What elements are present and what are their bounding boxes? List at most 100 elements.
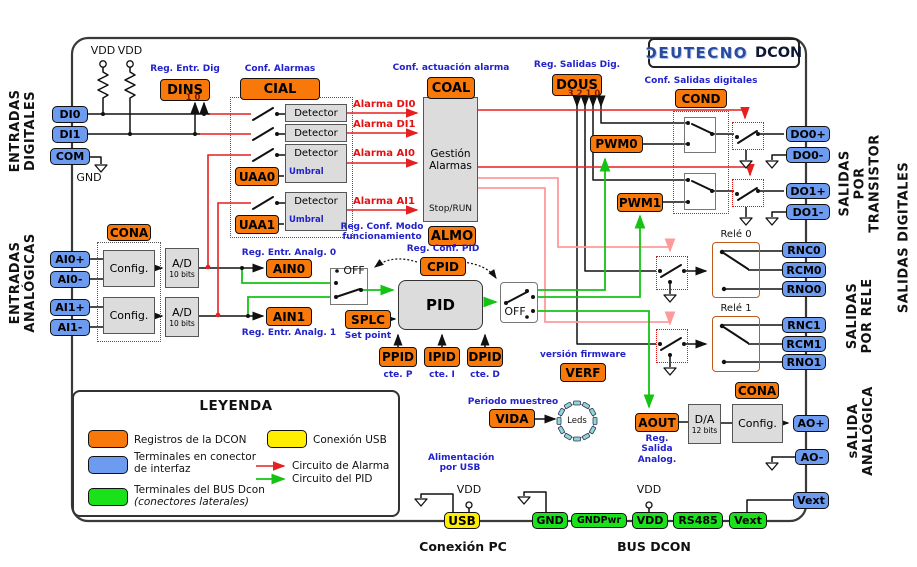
- legend-swatch-interface: [88, 456, 128, 474]
- register-cial: CIAL: [240, 78, 320, 100]
- detector-di0-block: Detector: [285, 104, 347, 122]
- terminal-ao-plus: AO+: [793, 415, 829, 432]
- legend-label-alarm-circuit: Circuito de Alarma: [292, 460, 390, 472]
- caption-ipid: cte. I: [429, 370, 455, 380]
- product-name: DCON: [755, 45, 803, 61]
- caption-splc: Set point: [344, 331, 392, 341]
- rele1-box: [712, 316, 760, 372]
- pid-label: PID: [425, 296, 456, 314]
- legend-box: LEYENDA: [72, 390, 400, 517]
- rele1-label: Relé 1: [720, 303, 752, 314]
- register-dins: DINS: [160, 79, 210, 101]
- detector-ai1-block: Detector: [285, 192, 347, 231]
- terminal-rs485: RS485: [673, 512, 723, 529]
- ad-bits-label: 10 bits: [169, 270, 195, 280]
- register-verf: VERF: [560, 363, 606, 382]
- terminal-ao-minus: AO-: [795, 449, 829, 465]
- analog-config-group: [97, 242, 161, 342]
- pid-block: PID: [398, 280, 483, 330]
- register-uaa0: UAA0: [235, 167, 279, 186]
- stop-run-label: Stop/RUN: [428, 204, 473, 214]
- register-dpid: DPID: [467, 347, 503, 367]
- brand-name: ƆEUTECNO: [645, 44, 749, 62]
- ad-converter-1: A/D 10 bits: [165, 297, 199, 337]
- terminal-di1: DI1: [52, 126, 88, 143]
- gnd-label: GND: [76, 171, 102, 184]
- caption-dins: Reg. Entr. Dig: [150, 64, 220, 74]
- terminal-com: COM: [50, 148, 90, 165]
- caption-dpid: cte. D: [470, 370, 500, 380]
- caption-cpid: Reg. Conf. PID: [406, 244, 480, 254]
- register-vida: VIDA: [489, 409, 535, 428]
- caption-ppid: cte. P: [383, 370, 413, 380]
- ad-label: A/D: [172, 305, 192, 319]
- register-dous: DOUS: [552, 74, 602, 96]
- register-almo: ALMO: [428, 226, 476, 246]
- register-cona-in: CONA: [107, 224, 151, 241]
- rele0-label: Relé 0: [720, 229, 752, 240]
- gestion-alarmas-block: Gestión Alarmas: [423, 97, 478, 222]
- caption-cial: Conf. Alarmas: [244, 64, 316, 74]
- terminal-do1-plus: DO1+: [786, 183, 830, 199]
- vdd-label-usb: VDD: [456, 483, 482, 496]
- config-block-ao: Config.: [732, 404, 783, 443]
- config-block-ai1: Config.: [103, 297, 155, 334]
- caption-vida: Periodo muestreo: [467, 397, 559, 407]
- terminal-ai0-plus: AI0+: [50, 251, 90, 268]
- terminal-ai1-minus: AI1-: [50, 319, 90, 336]
- caption-verf: versión firmware: [540, 350, 626, 360]
- pid-output-switch: [500, 282, 538, 323]
- detector-di1-block: Detector: [285, 124, 347, 142]
- vdd-label-bus: VDD: [636, 483, 662, 496]
- da-label: D/A: [694, 412, 715, 426]
- register-ain0: AIN0: [266, 259, 312, 278]
- terminal-rnc0: RNC0: [782, 242, 826, 258]
- detector-ai0-block: Detector: [285, 144, 347, 183]
- terminal-rnc1: RNC1: [782, 317, 826, 333]
- register-uaa1: UAA1: [235, 215, 279, 234]
- register-splc: SPLC: [345, 310, 391, 329]
- leds-label: Leds: [567, 416, 587, 426]
- legend-swatch-bus: [88, 488, 128, 506]
- terminal-do0-minus: DO0-: [786, 147, 830, 163]
- register-ain1: AIN1: [266, 307, 312, 326]
- caption-coal: Conf. actuación alarma: [392, 63, 510, 73]
- digital-output-switch-group: [673, 111, 729, 214]
- caption-almo: Reg. Conf. Modo funcionamiento: [340, 222, 424, 243]
- register-coal: COAL: [427, 77, 475, 99]
- conexion-pc-label: Conexión PC: [419, 539, 507, 554]
- led-ring: [556, 400, 598, 442]
- caption-ain0: Reg. Entr. Analg. 0: [241, 248, 337, 258]
- caption-ain1: Reg. Entr. Analg. 1: [241, 328, 337, 338]
- do1-alarm-switch: [732, 179, 764, 207]
- gestion-alarmas-label: Gestión Alarmas: [429, 147, 472, 172]
- terminal-vdd: VDD: [632, 512, 668, 529]
- vdd-label-1: VDD: [90, 44, 116, 57]
- umbral-label-1: Umbral: [289, 215, 324, 225]
- umbral-label-0: Umbral: [289, 167, 324, 177]
- pid-input-switch: [330, 268, 368, 305]
- da-converter: D/A 12 bits: [688, 404, 721, 444]
- rele0-alarm-switch: [656, 256, 688, 290]
- ad-label: A/D: [172, 256, 192, 270]
- terminal-do1-minus: DO1-: [786, 204, 830, 220]
- terminal-usb: USB: [444, 512, 480, 529]
- brand-logo: ƆEUTECNO DCON: [645, 38, 803, 68]
- legend-label-pid-circuit: Circuito del PID: [292, 473, 373, 485]
- legend-label-register: Registros de la DCON: [134, 434, 247, 446]
- caption-dous: Reg. Salidas Dig.: [533, 60, 621, 70]
- do0-alarm-switch: [732, 122, 764, 150]
- terminal-rcm1: RCM1: [782, 336, 826, 352]
- legend-title: LEYENDA: [199, 398, 273, 414]
- legend-sublabel-bus: (conectores laterales): [134, 496, 249, 508]
- terminal-gndpwr: GNDPwr: [571, 513, 627, 528]
- da-bits-label: 12 bits: [691, 426, 718, 436]
- caption-aout: Reg. Salida Analog.: [637, 434, 677, 465]
- terminal-do0-plus: DO0+: [786, 126, 830, 142]
- legend-label-interface: Terminales en conector de interfaz: [134, 451, 257, 476]
- caption-alimentacion: Alimentación por USB: [428, 453, 495, 474]
- terminal-vext-bus: Vext: [729, 512, 767, 529]
- terminal-rno0: RNO0: [782, 281, 826, 297]
